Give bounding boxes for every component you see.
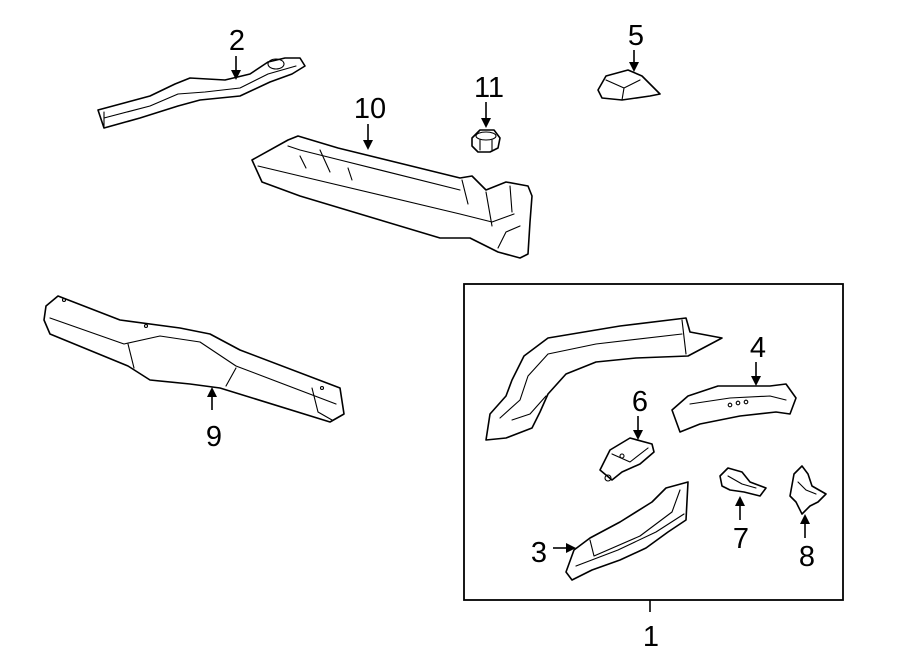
part-10-crossmember xyxy=(251,135,533,259)
callout-11: 11 xyxy=(474,72,504,104)
part-5-bracket xyxy=(597,69,661,101)
callout-7: 7 xyxy=(733,523,749,555)
callout-2: 2 xyxy=(229,25,245,57)
part-11-nut xyxy=(471,129,501,153)
part-9-side-member xyxy=(43,295,345,423)
callout-8: 8 xyxy=(799,541,815,573)
callout-4: 4 xyxy=(750,332,766,364)
callout-10: 10 xyxy=(354,93,386,125)
part-wheelhouse xyxy=(485,317,723,441)
inset-frame xyxy=(463,283,844,601)
callout-6: 6 xyxy=(632,386,648,418)
part-4-bracket xyxy=(671,383,797,433)
callout-9: 9 xyxy=(206,421,222,453)
part-2-side-rail xyxy=(97,57,306,129)
part-7-bracket xyxy=(719,467,767,497)
part-6-bracket xyxy=(599,437,655,482)
part-8-bracket xyxy=(789,465,827,515)
callout-1: 1 xyxy=(643,621,659,653)
callout-3: 3 xyxy=(531,537,547,569)
callout-5: 5 xyxy=(628,20,644,52)
part-3-rail-extension xyxy=(565,481,689,581)
